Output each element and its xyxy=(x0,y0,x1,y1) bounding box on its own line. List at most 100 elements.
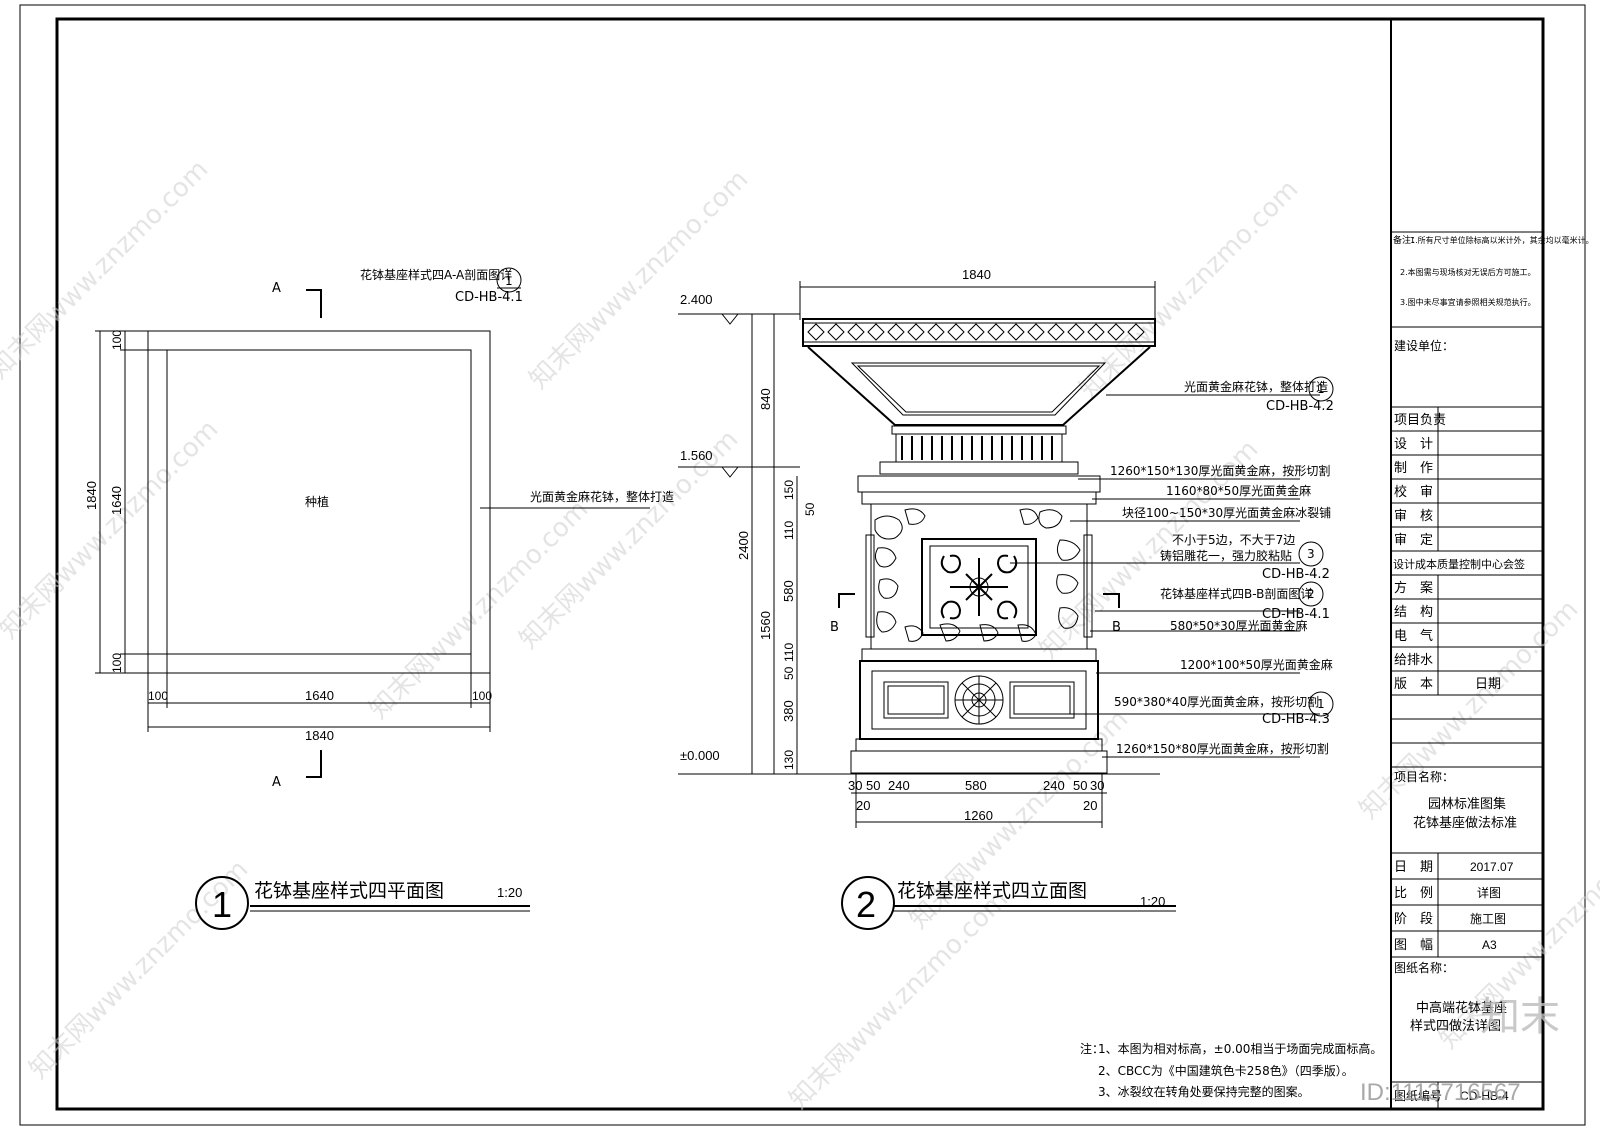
base-block-inner xyxy=(871,670,1087,730)
ice-crack-pattern xyxy=(874,508,1081,642)
tb-remark-1: 2.本图需与现场核对无误后方可施工。 xyxy=(1400,267,1536,277)
dim-stack-0: 150 xyxy=(782,480,796,500)
note-9-ref-num: 1 xyxy=(1317,697,1325,711)
note-9: 590*380*40厚光面黄金麻，按形切割 xyxy=(1114,694,1319,709)
note-7: 580*50*30厚光面黄金麻 xyxy=(1170,618,1307,633)
watermark-text: 知末网www.znzmo.com xyxy=(524,164,755,395)
ref-bubble xyxy=(1308,691,1334,717)
tb-disc-4: 版 本 xyxy=(1394,677,1433,692)
plan-section-note: 花钵基座样式四A-A剖面图详 xyxy=(360,267,512,282)
plan-view: 种植 光面黄金麻花钵，整体打造 A A 花钵基座样式四A-A剖面图详 1 CD-… xyxy=(84,267,674,930)
elev-title: 花钵基座样式四立面图 xyxy=(897,880,1087,902)
bowl-inner-panel xyxy=(850,362,1107,416)
dim-top-width: 1840 xyxy=(962,267,991,282)
level-top: 2.400 xyxy=(680,292,713,307)
dim-h-total: 1840 xyxy=(305,728,334,743)
dim-h-left: 100 xyxy=(148,689,168,703)
bowl-rim-band xyxy=(802,318,1156,347)
dim-bottom-6: 30 xyxy=(1090,778,1104,793)
dim-bottom-total: 1260 xyxy=(964,808,993,823)
note-2: 1160*80*50厚光面黄金麻 xyxy=(1166,483,1311,498)
bowl-inner-panel-2 xyxy=(856,365,1101,413)
tb-project-name-1: 园林标准图集 xyxy=(1428,796,1506,812)
general-notes: 注： 1、本图为相对标高，±0.00相当于场面完成面标高。 2、CBCC为《中国… xyxy=(1080,1041,1382,1099)
ref-bubble xyxy=(1298,581,1324,607)
note-5-ref-num: 3 xyxy=(1307,547,1315,561)
dim-2400: 2400 xyxy=(736,531,751,560)
note-0: 光面黄金麻花钵，整体打造 xyxy=(1184,379,1328,394)
note-5: 铸铝雕花一，强力胶粘贴 xyxy=(1160,548,1292,563)
base-panel-right-inner xyxy=(1013,685,1071,715)
section-cut-b-right xyxy=(1103,593,1120,608)
plan-title: 花钵基座样式四平面图 xyxy=(254,880,444,902)
note-6: 花钵基座样式四B-B剖面图详 xyxy=(1160,586,1312,601)
section-cut-a-top xyxy=(306,289,322,318)
dim-v-total: 1840 xyxy=(84,481,99,510)
tb-remark-2: 3.图中未尽事宜请参照相关规范执行。 xyxy=(1400,297,1536,307)
dim-stack-3: 580 xyxy=(781,580,796,602)
dim-bottom-5: 50 xyxy=(1073,778,1087,793)
dim-bottom-1: 50 xyxy=(866,778,880,793)
dim-v-bottom: 100 xyxy=(110,653,124,673)
carved-ornament-center xyxy=(969,577,989,597)
section-label-b-left: B xyxy=(830,620,839,635)
general-note-0: 1、本图为相对标高，±0.00相当于场面完成面标高。 xyxy=(1098,1041,1382,1056)
tb-project-label: 项目名称： xyxy=(1394,769,1454,784)
section-cut-a-bottom xyxy=(306,750,322,778)
elev-title-bubble xyxy=(841,876,895,930)
tb-drawing-name-1: 中高端花钵基座 xyxy=(1416,1000,1507,1016)
note-9-ref-code: CD-HB-4.3 xyxy=(1262,712,1330,727)
tb-drawing-name-2: 样式四做法详图 xyxy=(1410,1019,1501,1034)
dim-v-inner: 1640 xyxy=(109,486,124,515)
tb-remark-0: 1.所有尺寸单位除标高以米计外，其余均以毫米计。 xyxy=(1410,235,1594,245)
tb-disc-0: 方 案 xyxy=(1394,580,1433,596)
level-mid: 1.560 xyxy=(680,448,713,463)
general-note-2: 3、冰裂纹在转角处要保持完整的图案。 xyxy=(1098,1084,1310,1099)
pedestal-cap xyxy=(857,475,1101,493)
dim-1560: 1560 xyxy=(758,611,773,640)
rim-pattern xyxy=(803,322,1155,343)
note-0-ref-num: 1 xyxy=(1317,382,1325,396)
watermark-text: 知末网www.znzmo.com xyxy=(1074,174,1305,405)
general-notes-label: 注： xyxy=(1080,1041,1104,1056)
stone-side-left xyxy=(865,534,875,638)
neck-collar xyxy=(891,425,1067,435)
tb-info-1: 比 例 xyxy=(1394,886,1433,901)
base-panel-right xyxy=(1009,681,1075,719)
tb-project-name-2: 花钵基座做法标准 xyxy=(1413,815,1517,831)
dim-840: 840 xyxy=(758,388,773,410)
note-6-ref-code: CD-HB-4.1 xyxy=(1262,607,1330,622)
watermark-logo: 知末 xyxy=(1480,994,1560,1040)
section-cut-b-left xyxy=(838,593,855,608)
pedestal-cap-lower xyxy=(861,491,1097,505)
tb-drawing-name-label: 图纸名称： xyxy=(1394,960,1454,975)
outer-frame xyxy=(19,4,1586,1126)
carved-panel-inner xyxy=(929,545,1029,629)
dim-bottom-4: 240 xyxy=(1043,778,1065,793)
tb-info-3-value: A3 xyxy=(1482,938,1497,952)
elevation-view: 1840 xyxy=(678,267,1334,930)
plan-center-label: 种植 xyxy=(305,494,329,509)
tb-role-4: 审 核 xyxy=(1394,509,1433,524)
note-4: 不小于5边，不大于7边 xyxy=(1172,533,1295,547)
plan-ref-code: CD-HB-4.1 xyxy=(455,290,523,305)
tb-role-3: 校 审 xyxy=(1394,484,1433,500)
elev-title-num: 2 xyxy=(856,884,876,925)
plan-title-bubble xyxy=(195,876,249,930)
tb-client-label: 建设单位： xyxy=(1394,338,1454,353)
section-label-b-right: B xyxy=(1112,620,1121,635)
tb-disc-2: 电 气 xyxy=(1394,628,1433,644)
title-block: 备注： 1.所有尺寸单位除标高以米计外，其余均以毫米计。 2.本图需与现场核对无… xyxy=(1390,19,1594,1109)
plan-title-scale: 1:20 xyxy=(497,885,522,900)
annotation-leaders xyxy=(1010,394,1320,758)
plan-inner-square xyxy=(166,349,472,655)
general-note-1: 2、CBCC为《中国建筑色卡258色》（四季版）。 xyxy=(1098,1063,1354,1078)
tb-drawing-no-label: 图纸编号 xyxy=(1394,1088,1442,1103)
tb-info-0: 日 期 xyxy=(1394,860,1433,875)
dim-stack-6: 380 xyxy=(781,700,796,722)
dim-stack-4: 110 xyxy=(782,643,796,662)
tb-role-2: 制 作 xyxy=(1394,461,1433,476)
dim-v-top: 100 xyxy=(110,330,124,350)
section-label-a-top: A xyxy=(272,281,281,296)
